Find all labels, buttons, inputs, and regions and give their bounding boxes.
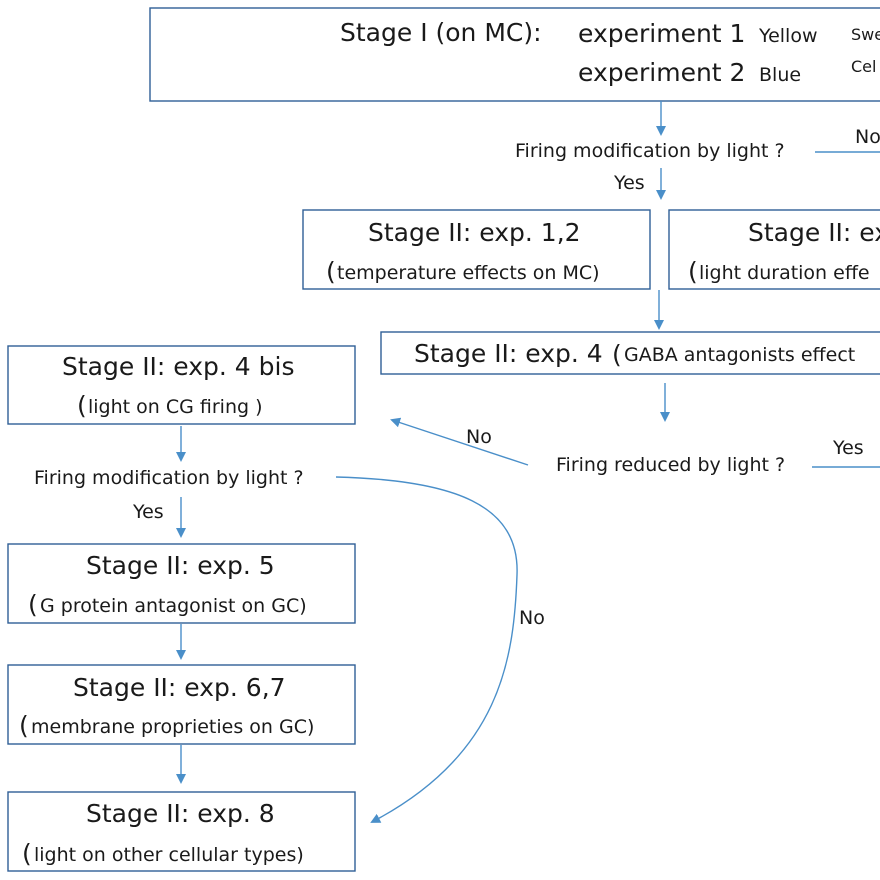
exp-1-2-box: Stage II: exp. 1,2 ( temperature effects… [302, 209, 651, 290]
exp-5-title: Stage II: exp. 5 [86, 551, 275, 580]
stage-1-side-text-1: Swe [851, 25, 880, 44]
exp-4-title: Stage II: exp. 4 [414, 339, 603, 368]
exp-4-bis-detail: light on CG firing ) [88, 396, 263, 418]
stage-1-side-text-2: Cel [851, 57, 876, 76]
exp-3-title: Stage II: ex [748, 218, 880, 247]
question-3-text: Firing modification by light ? [34, 467, 304, 489]
exp-6-7-detail: membrane proprieties on GC) [31, 716, 314, 738]
experiment-1-label: experiment 1 [578, 19, 745, 48]
question-1-yes-label: Yes [613, 172, 645, 194]
exp-1-2-title: Stage II: exp. 1,2 [368, 218, 581, 247]
question-3-yes-label: Yes [132, 501, 164, 523]
exp-4-paren: ( [612, 340, 622, 369]
exp-8-box: Stage II: exp. 8 ( light on other cellul… [7, 791, 356, 872]
exp-8-title: Stage II: exp. 8 [86, 799, 275, 828]
exp-3-detail: light duration effe [699, 262, 870, 284]
connector-q3-no [335, 476, 518, 823]
exp-4-detail: GABA antagonists effect [624, 344, 855, 366]
exp-8-detail: light on other cellular types) [34, 844, 304, 866]
exp-1-2-paren: ( [326, 257, 336, 286]
connector-q2-no [390, 417, 529, 466]
exp-4-bis-box: Stage II: exp. 4 bis ( light on CG firin… [7, 345, 356, 425]
question-3-no-label: No [519, 607, 545, 629]
exp-1-2-detail: temperature effects on MC) [337, 262, 600, 284]
exp-4-bis-paren: ( [77, 391, 87, 420]
question-2-yes-label: Yes [832, 437, 864, 459]
question-1-no-label: No [855, 126, 880, 148]
question-2-no-label: No [466, 426, 492, 448]
stage-1-label: Stage I (on MC): [340, 18, 542, 47]
exp-6-7-paren: ( [19, 711, 29, 740]
experiment-2-label: experiment 2 [578, 58, 745, 87]
exp-4-bis-title: Stage II: exp. 4 bis [62, 352, 295, 381]
exp-5-box: Stage II: exp. 5 ( G protein antagonist … [7, 543, 356, 624]
experiment-1-color: Yellow [758, 25, 818, 47]
stage-1-box: Stage I (on MC): experiment 1 Yellow Swe… [149, 7, 880, 102]
exp-3-paren: ( [688, 257, 698, 286]
exp-4-box: Stage II: exp. 4 ( GABA antagonists effe… [380, 331, 880, 375]
exp-5-paren: ( [28, 590, 38, 619]
experiment-2-color: Blue [759, 64, 801, 86]
exp-6-7-box: Stage II: exp. 6,7 ( membrane proprietie… [7, 664, 356, 745]
exp-5-detail: G protein antagonist on GC) [40, 595, 307, 617]
question-2-text: Firing reduced by light ? [556, 454, 785, 476]
exp-6-7-title: Stage II: exp. 6,7 [73, 673, 286, 702]
exp-8-paren: ( [22, 839, 32, 868]
exp-3-box: Stage II: ex ( light duration effe [668, 209, 880, 290]
question-1-text: Firing modification by light ? [515, 140, 785, 162]
